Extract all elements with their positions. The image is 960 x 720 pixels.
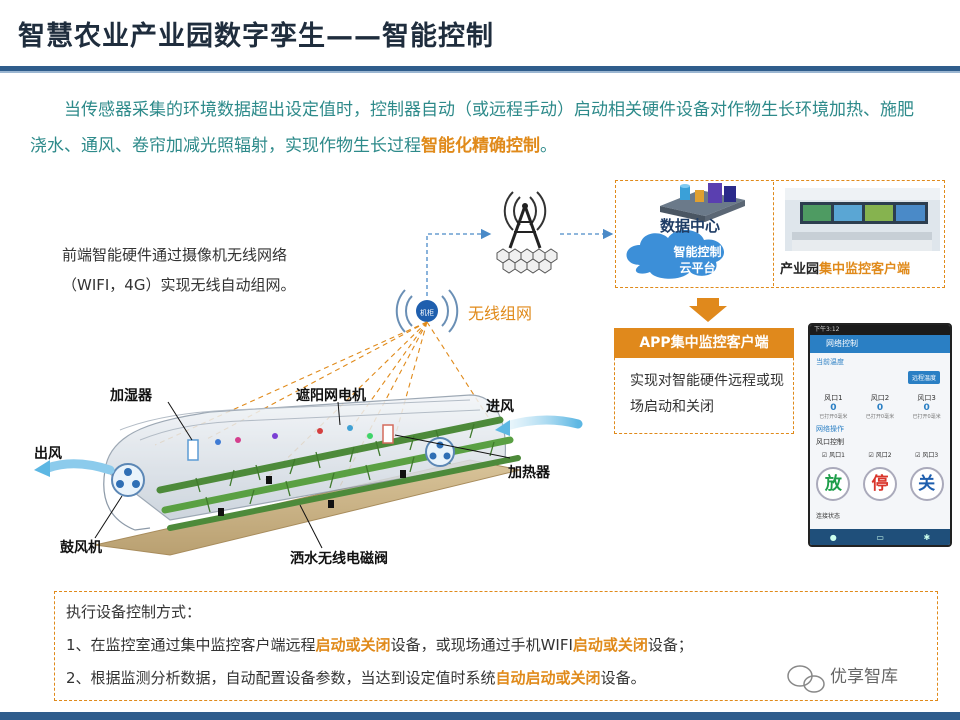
greenhouse xyxy=(94,394,521,556)
intro-end: 。 xyxy=(540,136,557,156)
exec-control-text: 执行设备控制方式： 1、在监控室通过集中监控客户端远程启动或关闭设备，或现场通过… xyxy=(66,596,936,695)
phone-open-button[interactable]: 放 xyxy=(816,467,851,501)
frontend-line1: 前端智能硬件通过摄像机无线网络 xyxy=(62,246,288,264)
phone-check-1[interactable]: ☑ 风口1 xyxy=(821,452,845,459)
air-out-arrowhead xyxy=(34,460,50,477)
intro-paragraph: 当传感器采集的环境数据超出设定值时，控制器自动（或远程手动）启动相关硬件设备对作… xyxy=(30,92,930,164)
phone-vent-status: 风口1 0 已打开0毫米 风口2 0 已打开0毫米 风口3 0 已打开0毫米 xyxy=(810,393,950,420)
exec-line1: 1、在监控室通过集中监控客户端远程启动或关闭设备，或现场通过手机WIFI启动或关… xyxy=(66,636,693,654)
data-center-title: 数据中心 xyxy=(660,217,721,235)
intro-text: 当传感器采集的环境数据超出设定值时，控制器自动（或远程手动）启动相关硬件设备对作… xyxy=(30,100,914,156)
phone-checkboxes: ☑ 风口1 ☑ 风口2 ☑ 风口3 xyxy=(810,450,950,459)
message-icon[interactable]: ▭ xyxy=(876,532,884,542)
label-sprinkler-valve: 洒水无线电磁阀 xyxy=(290,551,388,567)
watermark-text: 优享智库 xyxy=(830,667,898,687)
title-divider-thin xyxy=(0,71,960,73)
page-title: 智慧农业产业园数字孪生——智能控制 xyxy=(18,21,494,52)
app-client-title: APP集中监控客户端 xyxy=(614,328,794,358)
wechat-logo-icon xyxy=(787,665,825,693)
cell-tower-icon xyxy=(496,191,558,274)
exec-heading: 执行设备控制方式： xyxy=(66,603,202,621)
phone-action-buttons: 放 停 关 xyxy=(810,467,950,501)
phone-link-status: 连接状态 xyxy=(816,513,841,520)
cloud-icon xyxy=(626,229,725,279)
title-divider xyxy=(0,66,960,71)
monitoring-room-image xyxy=(785,188,940,251)
phone-close-button[interactable]: 关 xyxy=(909,467,944,501)
park-client-label: 产业园集中监控客户端 xyxy=(780,258,910,277)
cloud-line1: 智能控制 xyxy=(673,245,722,259)
label-heater: 加热器 xyxy=(508,465,550,481)
label-shade-motor: 遮阳网电机 xyxy=(296,388,366,404)
phone-vent-3: 风口3 0 已打开0毫米 xyxy=(912,394,941,420)
phone-stop-button[interactable]: 停 xyxy=(862,467,897,501)
cloud-platform-text: 智能控制 云平台 xyxy=(660,244,735,276)
air-in-arrow xyxy=(495,415,583,433)
air-in-arrowhead xyxy=(495,420,510,436)
bottom-divider xyxy=(0,712,960,720)
phone-remote-button[interactable]: 远程温度 xyxy=(907,371,940,384)
phone-vent-1: 风口1 0 已打开0毫米 xyxy=(819,394,848,420)
network-connector xyxy=(426,228,614,296)
settings-icon[interactable]: ✱ xyxy=(923,532,931,542)
air-out-arrow xyxy=(43,459,115,475)
server-icon xyxy=(660,183,745,222)
phone-mockup: 下午3:12 网络控制 当前温度 远程温度 风口1 0 已打开0毫米 风口2 0… xyxy=(808,323,952,547)
phone-status-bar: 下午3:12 xyxy=(810,325,950,335)
phone-header: 网络控制 xyxy=(810,335,950,353)
wireless-hub-icon xyxy=(395,289,459,333)
phone-section-temp: 当前温度 xyxy=(816,358,844,366)
data-center-box xyxy=(615,180,945,288)
phone-check-3[interactable]: ☑ 风口3 xyxy=(915,452,939,459)
data-center-divider xyxy=(773,182,774,286)
phone-section-operation: 网络操作 xyxy=(816,425,844,433)
wireless-hub-text: 机柜 xyxy=(420,308,434,317)
phone-bottom-nav: ● ▭ ✱ xyxy=(810,529,950,545)
label-humidifier: 加湿器 xyxy=(110,388,152,404)
label-leaders xyxy=(94,401,511,549)
label-blower: 鼓风机 xyxy=(60,540,102,556)
phone-vent-2: 风口2 0 已打开0毫米 xyxy=(865,394,895,420)
park-client-highlight: 集中监控客户端 xyxy=(819,262,911,277)
park-client-prefix: 产业园 xyxy=(780,262,820,277)
intro-highlight: 智能化精确控制 xyxy=(421,136,540,156)
exec-control-box xyxy=(54,591,938,701)
phone-vent-control: 风口控制 xyxy=(816,438,844,446)
wireless-network-label: 无线组网 xyxy=(468,304,533,323)
user-icon[interactable]: ● xyxy=(829,532,837,542)
frontend-line2: （WIFI，4G）实现无线自动组网。 xyxy=(62,276,296,294)
label-air-out: 出风 xyxy=(34,446,62,462)
exec-line2: 2、根据监测分析数据，自动配置设备参数，当达到设定值时系统自动启动或关闭设备。 xyxy=(66,669,646,687)
phone-check-2[interactable]: ☑ 风口2 xyxy=(868,452,892,459)
app-client-description: 实现对智能硬件远程或现场启动和关闭 xyxy=(630,373,784,415)
down-arrow-icon xyxy=(689,298,727,322)
frontend-description: 前端智能硬件通过摄像机无线网络 （WIFI，4G）实现无线自动组网。 xyxy=(62,240,392,300)
label-air-in: 进风 xyxy=(486,399,514,415)
cloud-line2: 云平台 xyxy=(679,261,716,275)
